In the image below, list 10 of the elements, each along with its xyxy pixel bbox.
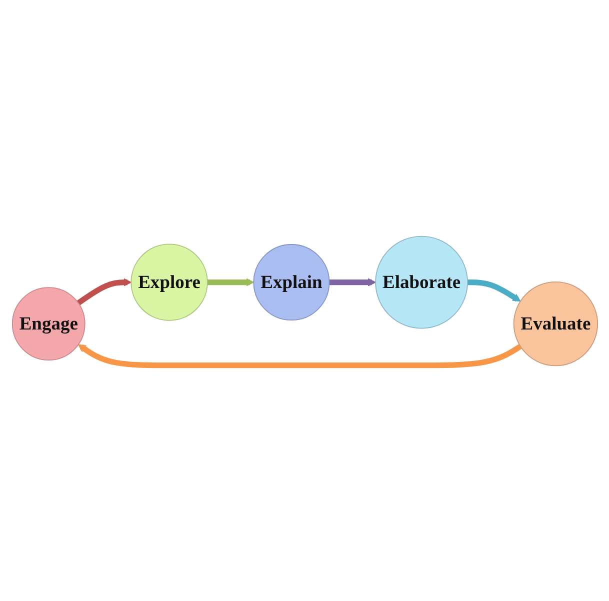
node-circle: Explore: [130, 243, 208, 320]
arrow: [76, 278, 132, 305]
arrow: [328, 278, 376, 286]
node-circle: Elaborate: [374, 235, 468, 328]
arrow: [467, 279, 520, 302]
node-circle: Explain: [252, 244, 330, 320]
arrow: [77, 344, 522, 368]
arrow: [206, 278, 254, 286]
node-circle: Engage: [11, 286, 85, 360]
node-circle: Evaluate: [512, 280, 598, 366]
